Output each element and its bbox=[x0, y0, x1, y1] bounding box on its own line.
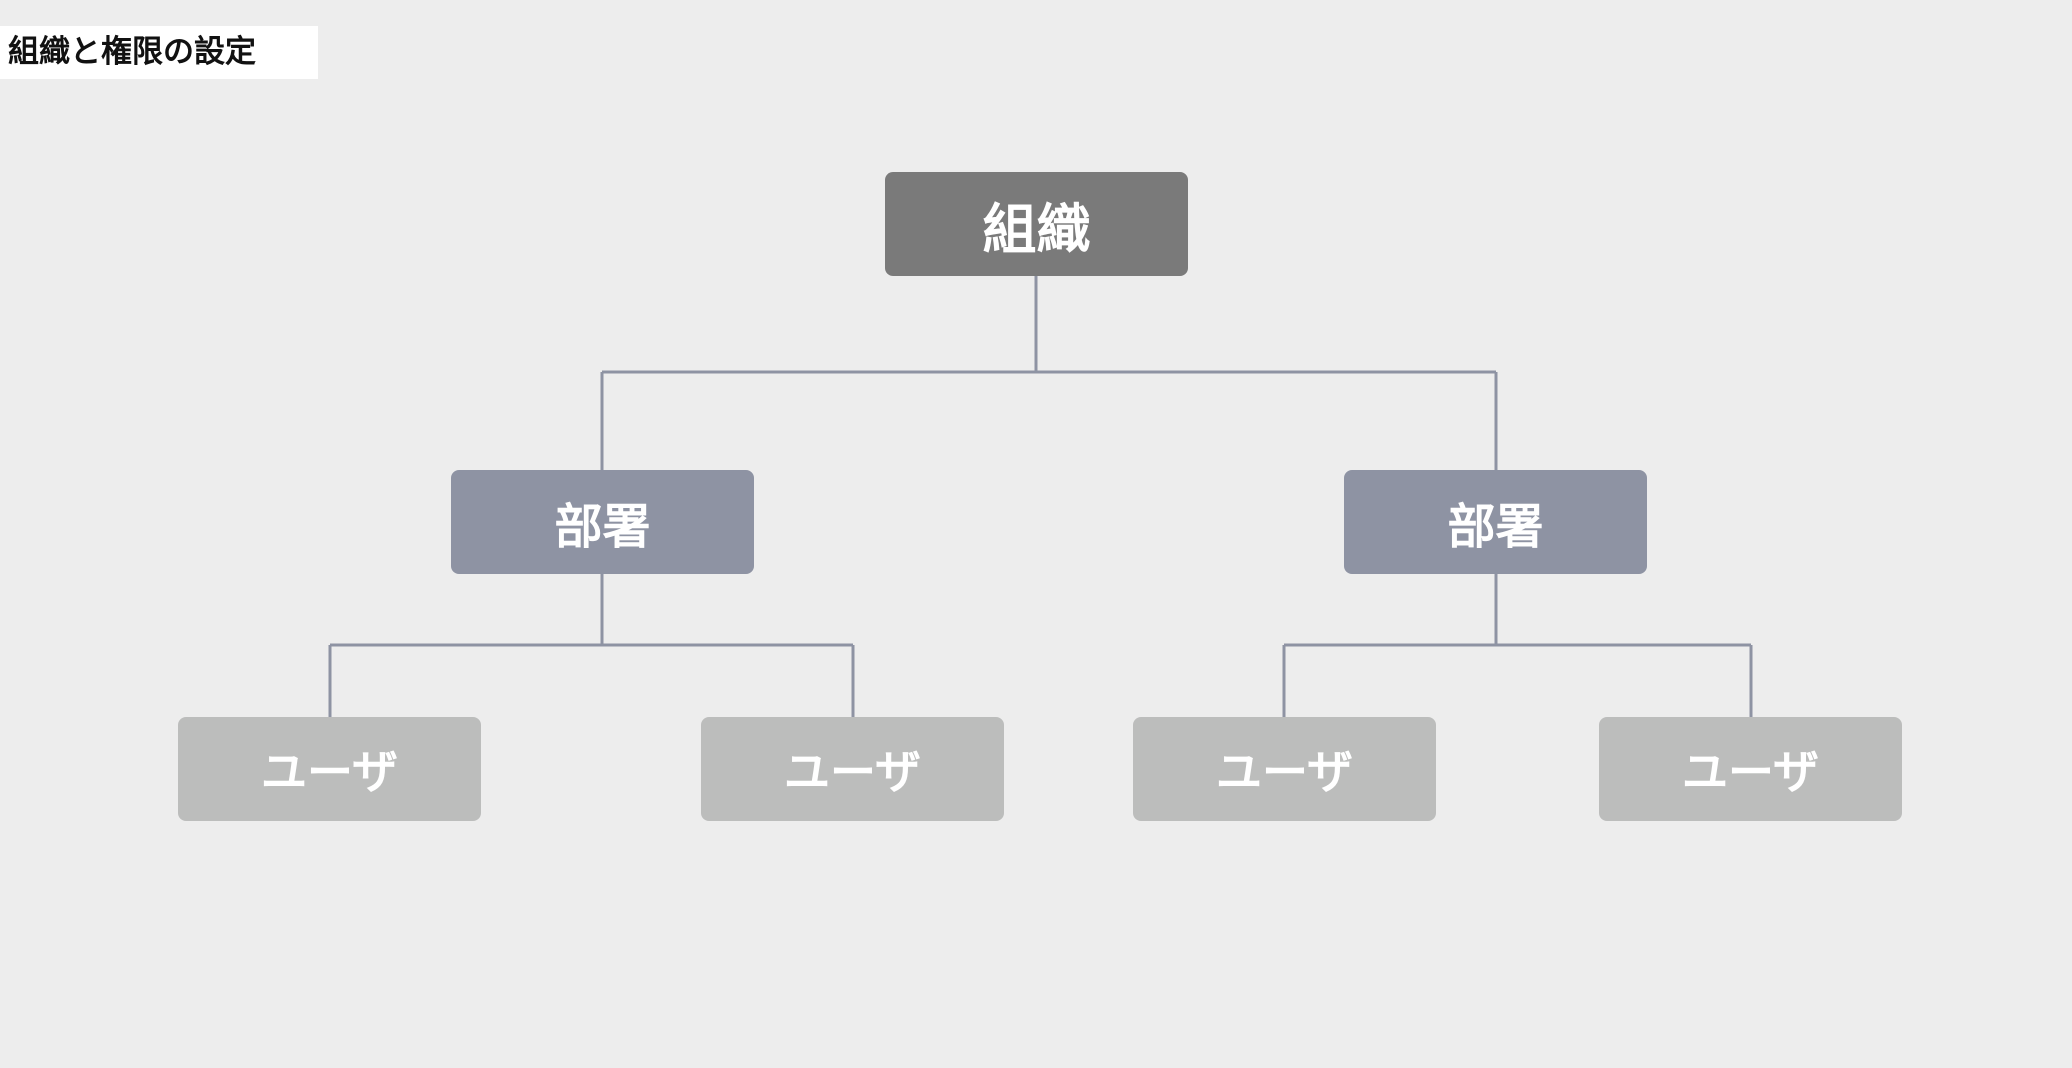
user-node-label: ユーザ bbox=[783, 745, 922, 799]
department-node-label: 部署 bbox=[1447, 499, 1544, 555]
department-node-2[interactable]: 部署 bbox=[1344, 470, 1647, 574]
department-node-1[interactable]: 部署 bbox=[451, 470, 754, 574]
user-node-label: ユーザ bbox=[1215, 745, 1354, 799]
page-title: 組織と権限の設定 bbox=[0, 26, 318, 79]
user-node-4[interactable]: ユーザ bbox=[1599, 717, 1902, 821]
user-node-1[interactable]: ユーザ bbox=[178, 717, 481, 821]
department-node-label: 部署 bbox=[554, 499, 651, 555]
org-node[interactable]: 組織 bbox=[885, 172, 1188, 276]
user-node-2[interactable]: ユーザ bbox=[701, 717, 1004, 821]
user-node-label: ユーザ bbox=[1681, 745, 1820, 799]
user-node-label: ユーザ bbox=[260, 745, 399, 799]
user-node-3[interactable]: ユーザ bbox=[1133, 717, 1436, 821]
org-node-label: 組織 bbox=[982, 197, 1091, 261]
